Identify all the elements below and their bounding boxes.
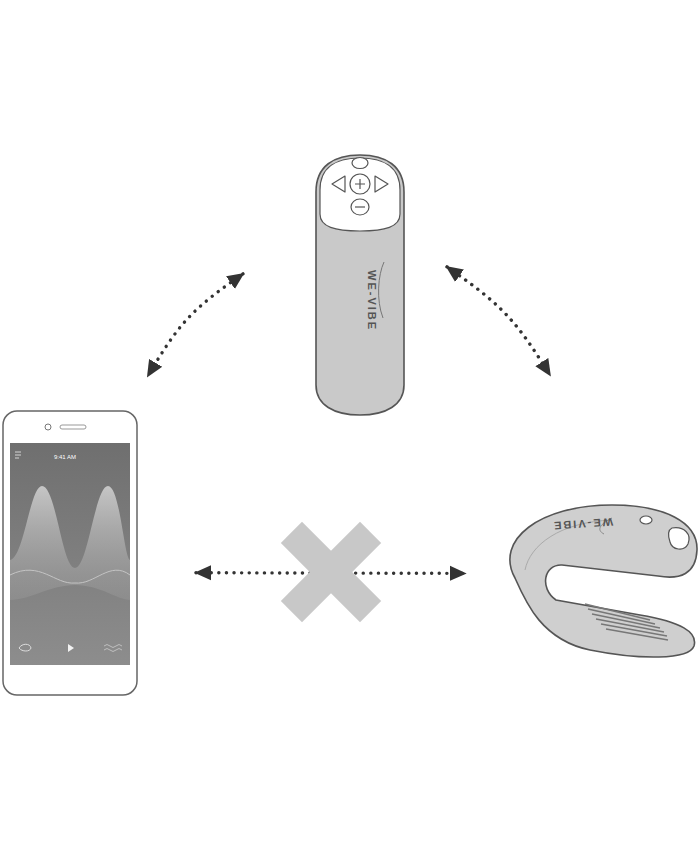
logo-text: WE-VIBE — [366, 270, 377, 331]
cross-mark — [281, 522, 381, 622]
remote-control: WE-VIBE — [315, 153, 405, 417]
dotted-arrow — [447, 267, 550, 375]
dotted-arrow — [148, 274, 243, 376]
smartphone-outline — [2, 408, 139, 697]
smartphone: 9:41 AM — [2, 408, 139, 697]
status-time: 9:41 AM — [54, 454, 76, 460]
remote-control-outline — [315, 153, 405, 417]
vibrator-device: WE-VIBE — [498, 495, 698, 660]
